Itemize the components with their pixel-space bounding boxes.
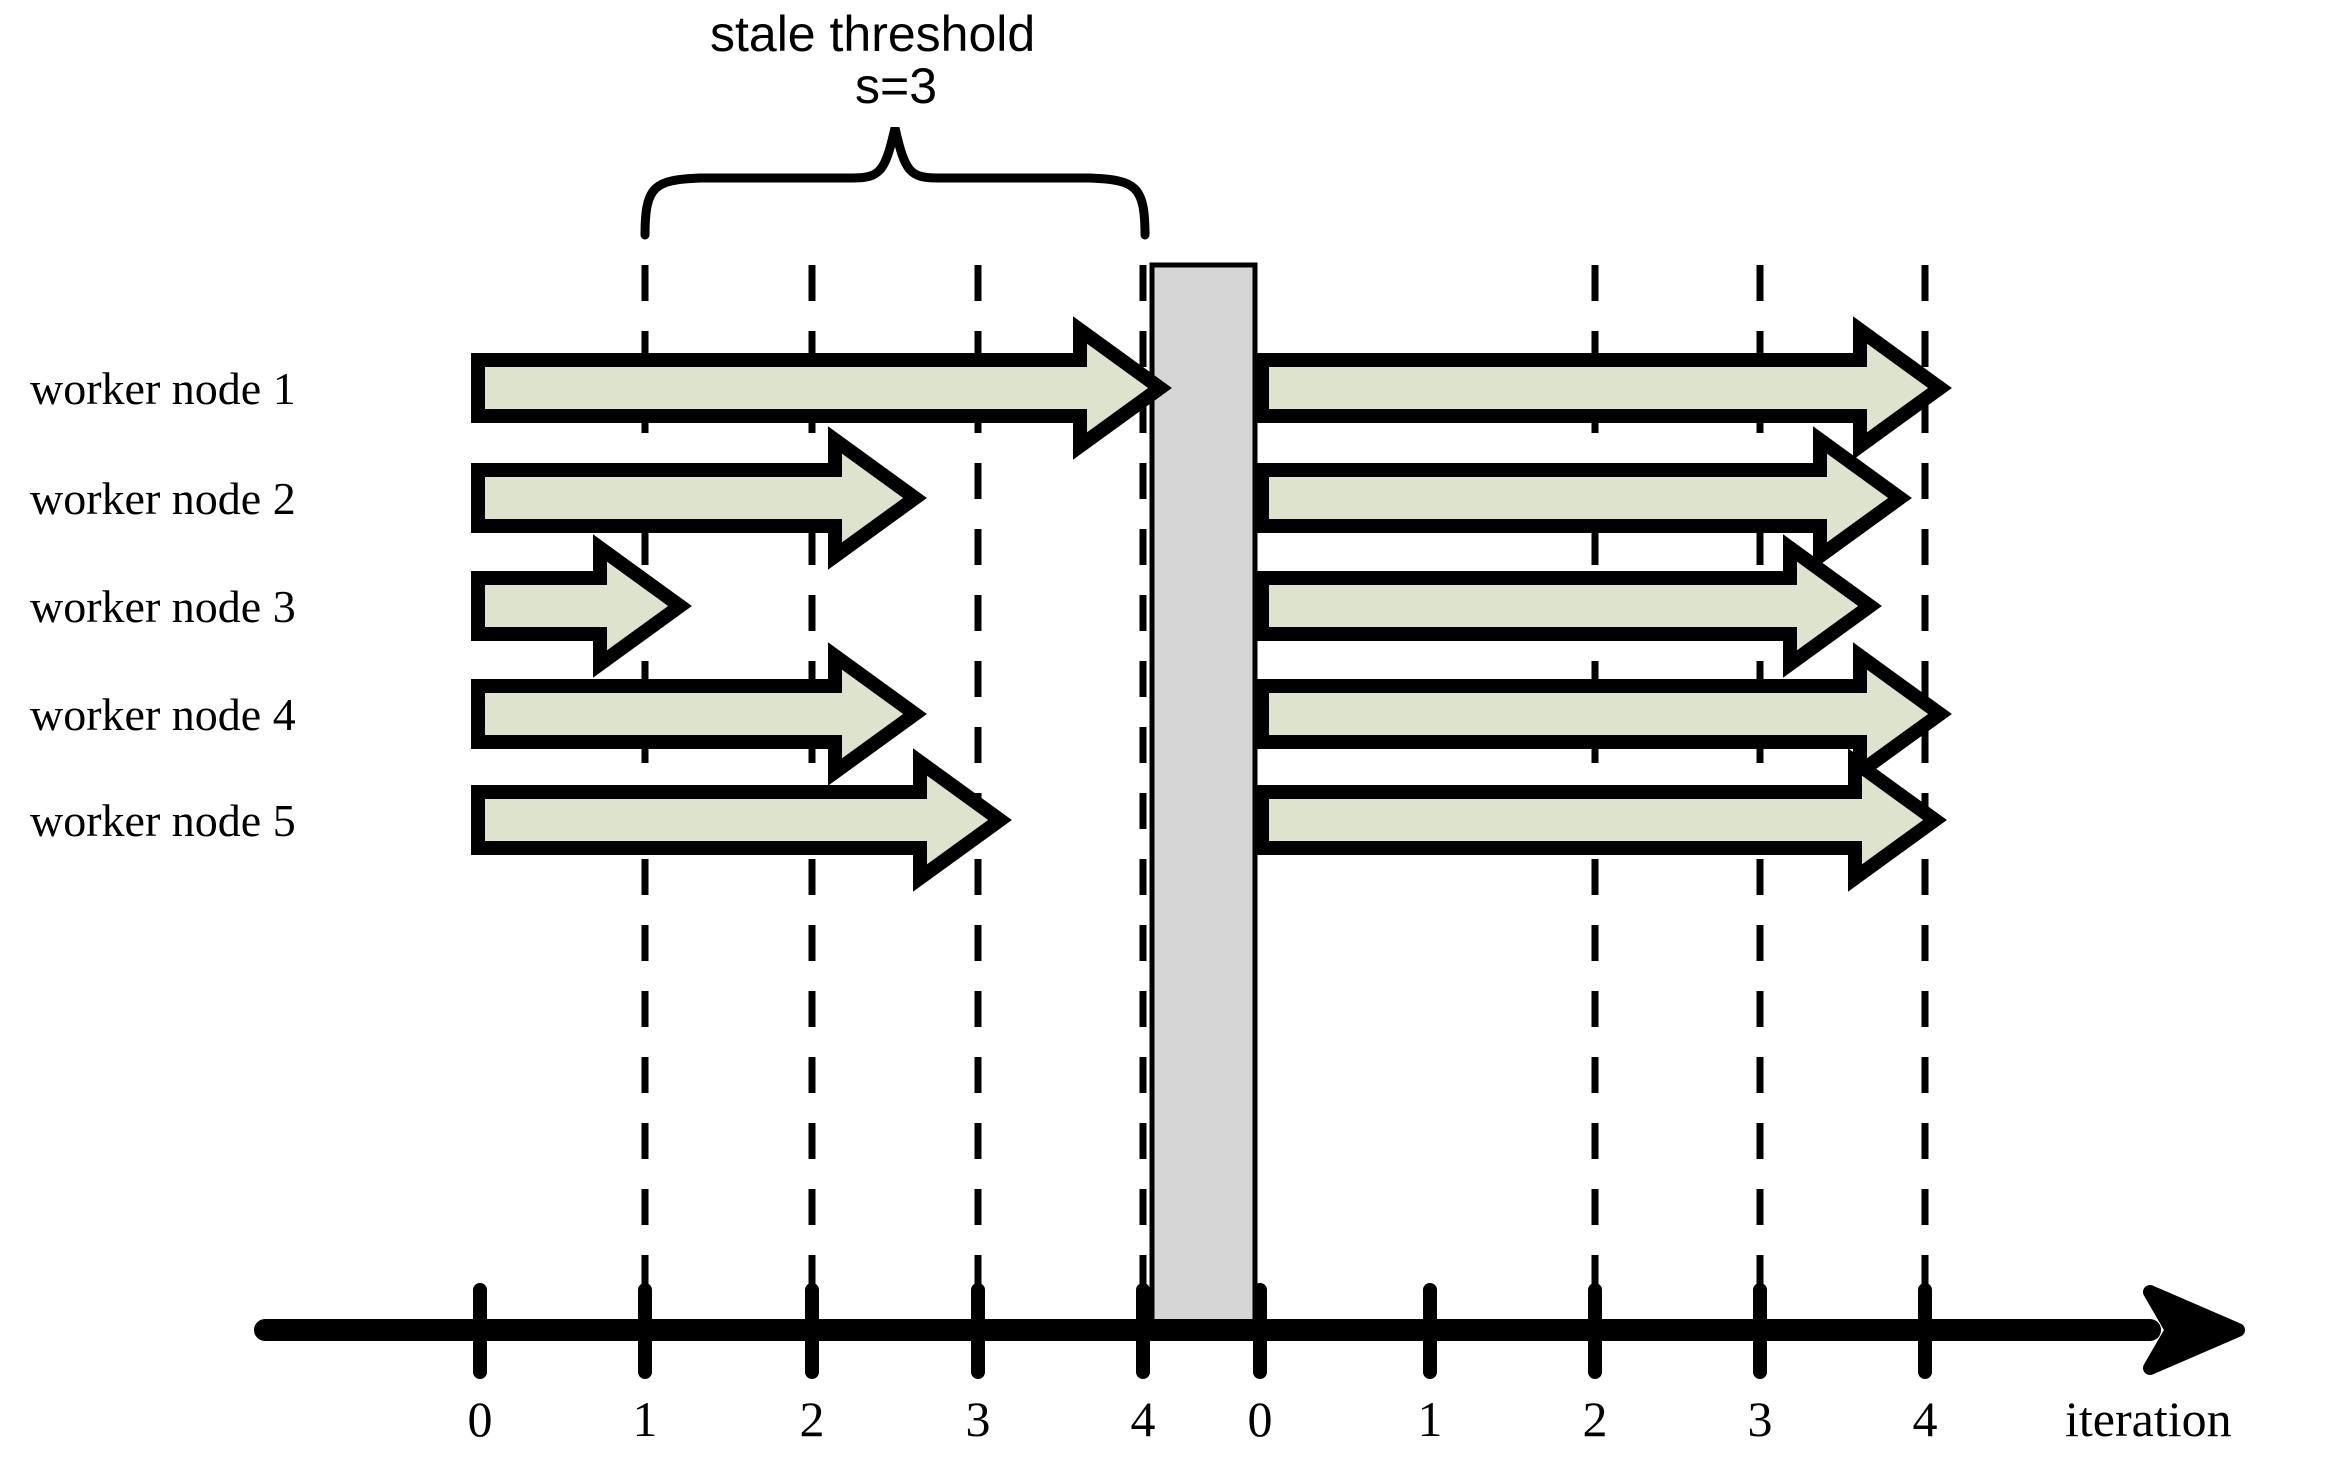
sync-barrier-bar [1149,262,1258,1330]
progress-arrow-node4-cycle1 [471,642,927,786]
row-label-worker-node-5: worker node 5 [30,795,296,846]
tick-label-c1-3: 3 [965,1391,991,1447]
progress-arrow-node2-cycle1 [471,426,927,570]
tick-label-c2-2: 2 [1582,1391,1608,1447]
tick-label-c1-1: 1 [632,1391,658,1447]
row-label-worker-node-1: worker node 1 [30,363,296,414]
axis-ticks [473,1283,1932,1379]
row-label-worker-node-2: worker node 2 [30,473,296,524]
progress-arrow-node1-cycle2 [1255,316,1952,460]
time-axis [254,1285,2245,1375]
stale-threshold-label: stale threshold [710,6,1036,62]
row-label-worker-node-3: worker node 3 [30,581,296,632]
tick-label-c1-2: 2 [799,1391,825,1447]
progress-arrow-node3-cycle2 [1255,534,1882,678]
progress-arrow-node1-cycle1 [471,316,1172,460]
progress-arrow-node2-cycle2 [1255,426,1912,570]
row-label-worker-node-4: worker node 4 [30,689,296,740]
stale-threshold-value-label: s=3 [855,58,938,114]
tick-label-c2-3: 3 [1747,1391,1773,1447]
tick-label-c1-0: 0 [467,1391,493,1447]
progress-arrow-node5-cycle2 [1255,748,1947,892]
tick-label-c1-4: 4 [1130,1391,1156,1447]
tick-label-c2-1: 1 [1417,1391,1443,1447]
progress-arrow-node4-cycle2 [1255,642,1952,786]
tick-label-c2-4: 4 [1912,1391,1938,1447]
progress-arrow-node5-cycle1 [471,748,1012,892]
progress-arrow-node3-cycle1 [471,534,692,678]
stale-threshold-brace [640,127,1150,240]
tick-label-c2-0: 0 [1247,1391,1273,1447]
axis-label-iteration: iteration [2065,1391,2232,1447]
